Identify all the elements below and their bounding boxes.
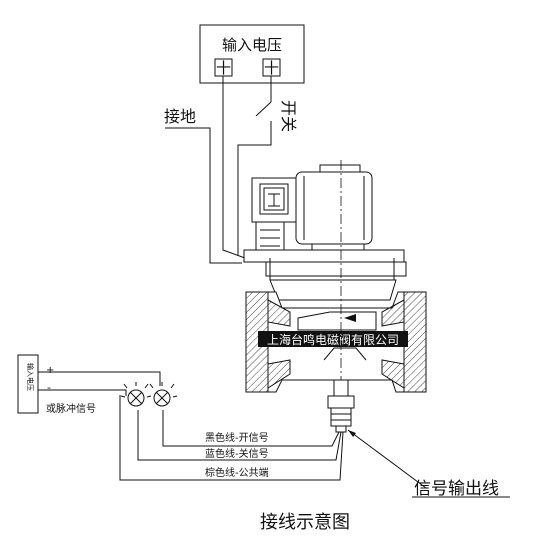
bonnet [243, 249, 407, 301]
minus-sign: - [47, 381, 51, 394]
pulse-signal-label: 或脉冲信号 [46, 402, 96, 415]
signal-output-leader [347, 429, 427, 489]
valve-body: 上海台鸣电磁阀有限公司 [245, 291, 427, 393]
power-wires [165, 76, 272, 264]
company-watermark: 上海台鸣电磁阀有限公司 [267, 332, 399, 347]
signal-output-label: 信号输出线 [414, 479, 499, 499]
signal-wires [119, 395, 344, 481]
lamp-left [120, 382, 152, 407]
sensor-probe [327, 379, 355, 433]
wire-blue-label: 蓝色线-关信号 [205, 447, 269, 460]
leader-arrowhead [348, 430, 356, 437]
terminal-left-symbol: 十 [216, 59, 231, 77]
input-voltage-label: 输入电压 [222, 36, 282, 54]
signal-input-box-label: 输入电压 [26, 363, 35, 391]
input-lines [38, 371, 161, 396]
indicator-lamps [120, 382, 178, 407]
ground-label: 接地 [164, 107, 196, 126]
watermark-band [258, 331, 408, 347]
switch-label-group: 开关 [279, 100, 298, 132]
switch-label: 开关 [279, 100, 298, 132]
plus-sign: + [46, 365, 54, 376]
wire-black-label: 黑色线-开信号 [205, 431, 269, 444]
terminal-right-symbol: 十 [264, 59, 279, 77]
lamp-right [149, 382, 178, 407]
input-voltage-box: 输入电压 十 十 [199, 24, 305, 84]
wire-brown-label: 棕色线-公共端 [205, 466, 269, 479]
solenoid-coil [251, 164, 373, 253]
diagram-title: 接线示意图 [260, 512, 350, 533]
signal-input-box: 输入电压 + - 或脉冲信号 [17, 354, 96, 415]
